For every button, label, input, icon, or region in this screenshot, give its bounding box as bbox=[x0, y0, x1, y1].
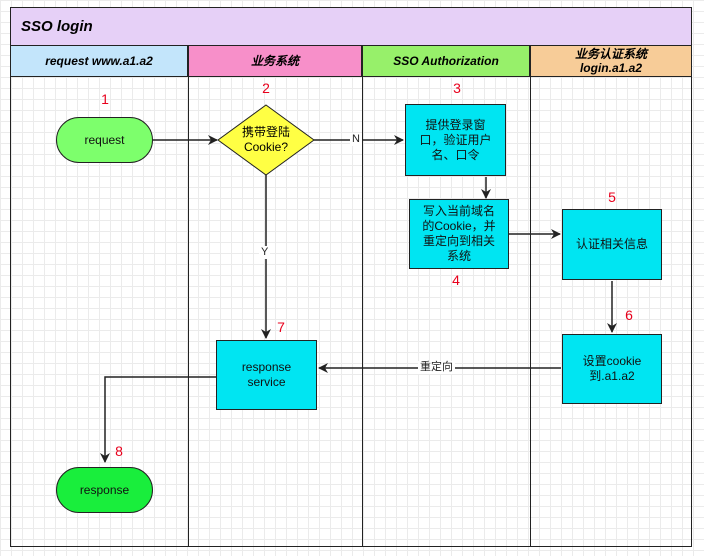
node-label: response service bbox=[241, 360, 292, 389]
lane-header-label: 业务系统 bbox=[250, 54, 299, 68]
lane-header-request: request www.a1.a2 bbox=[10, 46, 188, 77]
step-number-3: 3 bbox=[453, 80, 461, 96]
step-number-6: 6 bbox=[625, 307, 633, 323]
node-response-service: response service bbox=[216, 340, 317, 410]
diagram-title-text: SSO login bbox=[21, 18, 93, 35]
lane-divider bbox=[362, 77, 363, 547]
node-request: request bbox=[56, 117, 153, 163]
node-auth-info: 认证相关信息 bbox=[562, 209, 662, 280]
step-number-7: 7 bbox=[277, 319, 285, 335]
node-write-cookie: 写入当前域名 的Cookie，并 重定向到相关 系统 bbox=[409, 199, 509, 269]
node-login-page: 提供登录窗 口，验证用户 名、口令 bbox=[405, 104, 506, 176]
lane-header-label: SSO Authorization bbox=[393, 54, 499, 68]
diagram-title: SSO login bbox=[10, 7, 692, 46]
lane-header-business: 业务系统 bbox=[188, 46, 362, 77]
lane-header-label: request www.a1.a2 bbox=[45, 54, 153, 68]
node-response: response bbox=[56, 467, 153, 513]
node-set-cookie: 设置cookie 到.a1.a2 bbox=[562, 334, 662, 404]
node-label: 认证相关信息 bbox=[575, 237, 648, 251]
lane-header-auth: 业务认证系统 login.a1.a2 bbox=[530, 46, 692, 77]
step-number-1: 1 bbox=[101, 91, 109, 107]
edge-label-no: N bbox=[350, 133, 362, 146]
lane-divider bbox=[188, 77, 189, 547]
step-number-4: 4 bbox=[452, 272, 460, 288]
node-label: 设置cookie 到.a1.a2 bbox=[582, 354, 642, 383]
step-number-8: 8 bbox=[115, 443, 123, 459]
edge-label-redirect: 重定向 bbox=[418, 361, 455, 374]
lane-divider bbox=[530, 77, 531, 547]
node-label: 提供登录窗 口，验证用户 名、口令 bbox=[419, 117, 492, 162]
step-number-5: 5 bbox=[608, 189, 616, 205]
node-label: response bbox=[79, 482, 130, 497]
step-number-2: 2 bbox=[262, 80, 270, 96]
lane-header-label: 业务认证系统 login.a1.a2 bbox=[574, 47, 647, 75]
node-cookie-check: 携带登陆 Cookie? bbox=[220, 120, 312, 160]
edge-service-to-response bbox=[100, 376, 216, 463]
node-label: request bbox=[84, 132, 125, 147]
node-label: 携带登陆 Cookie? bbox=[241, 125, 290, 154]
lane-header-sso: SSO Authorization bbox=[362, 46, 530, 77]
edge-label-yes: Y bbox=[259, 246, 271, 259]
node-label: 写入当前域名 的Cookie，并 重定向到相关 系统 bbox=[422, 204, 496, 263]
